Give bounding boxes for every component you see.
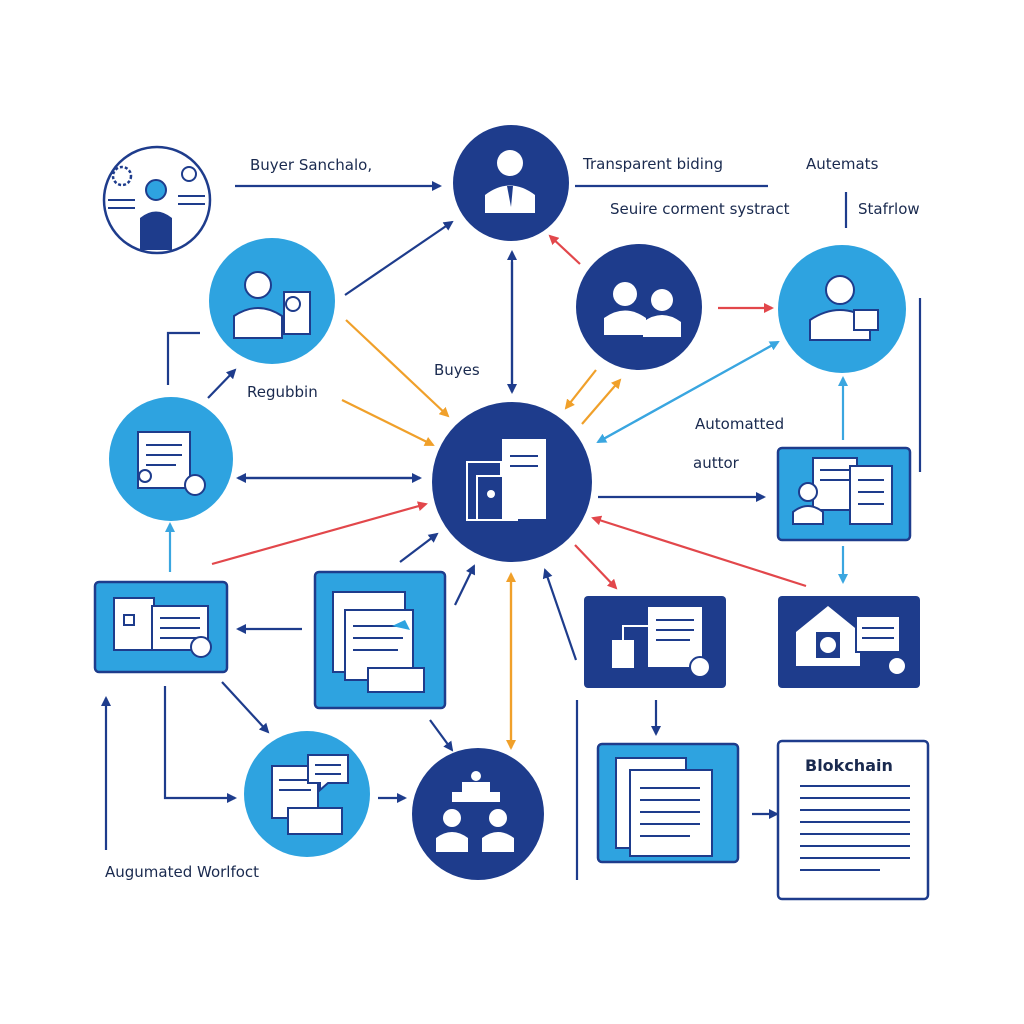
label-transparent-bidding: Transparent biding	[583, 155, 723, 173]
arrow-left-box-to-chat	[221, 681, 270, 734]
two-people-icon	[604, 282, 681, 337]
two-people-machine-icon	[436, 771, 514, 852]
middle-doc-box	[313, 570, 447, 710]
label-augmented-workflow: Augumated Worlfoct	[105, 863, 260, 881]
arrow-left-doc-to-regubbin	[207, 368, 237, 399]
blockchain-title: Blokchain	[805, 756, 893, 775]
regubbin-node	[209, 238, 335, 364]
connectors	[101, 181, 922, 880]
arrow-regubbin-to-hub-2	[341, 399, 435, 446]
buyer-node	[102, 145, 212, 255]
person-with-documents-icon	[792, 457, 893, 525]
arrow-small-to-hub	[399, 532, 439, 563]
stacked-documents-icon	[615, 757, 713, 857]
label-auttor: auttor	[693, 454, 739, 472]
arrow-left-bracket-to-chat	[163, 686, 237, 803]
user-with-gears-icon	[108, 165, 205, 250]
arrow-regubbin-to-hub-1	[345, 319, 450, 418]
chat-documents-icon	[271, 754, 349, 835]
top-right-node	[778, 245, 906, 373]
house-with-document-icon	[796, 606, 907, 676]
two-people-icon	[233, 271, 311, 339]
person-with-document-icon	[809, 275, 879, 341]
arrow-middle-box-to-bottom	[429, 719, 454, 752]
document-with-badge-icon	[137, 431, 206, 496]
chat-node	[244, 731, 370, 857]
auttor-box	[776, 446, 912, 542]
label-secure-contract: Seuire corment systract	[610, 200, 790, 218]
top-center-node	[453, 125, 569, 241]
doc-box-bottom	[596, 742, 740, 864]
label-automats: Autemats	[806, 155, 879, 173]
arrow-hub-to-navy-box-red	[574, 544, 618, 590]
bottom-navy-node	[412, 748, 544, 880]
label-buyes: Buyes	[434, 361, 480, 379]
arrow-team-to-top-center	[548, 234, 581, 265]
label-stafrlow: Stafrlow	[858, 200, 920, 218]
person-icon	[485, 150, 535, 213]
document-with-badge-icon	[113, 597, 212, 658]
team-node	[576, 244, 702, 370]
line-left-bracket	[166, 331, 200, 385]
label-automated: Automatted	[695, 415, 785, 433]
arrow-team-to-hub	[564, 369, 597, 410]
document-with-badge-icon	[612, 607, 711, 678]
arrow-hub-to-navy-box	[542, 568, 578, 661]
left-doc-box	[93, 580, 229, 674]
ledger-document-icon	[800, 785, 910, 871]
arrow-regubbin-to-top	[344, 220, 454, 296]
center-hub	[432, 402, 592, 562]
arrow-middle-box-to-hub	[454, 564, 475, 606]
stacked-documents-icon	[332, 591, 425, 693]
arrow-top-right-to-hub	[596, 341, 779, 443]
blockchain-card	[776, 739, 930, 901]
documents-icon	[466, 439, 546, 521]
arrow-house-to-hub-red	[591, 515, 807, 588]
house-box	[778, 596, 920, 688]
left-doc-node	[109, 397, 233, 521]
arrow-left-to-hub-red	[211, 501, 428, 566]
navy-doc-box	[584, 596, 726, 688]
arrow-hub-to-team	[581, 378, 622, 425]
label-regubbin: Regubbin	[247, 383, 318, 401]
label-buyer-sanchalo: Buyer Sanchalo,	[250, 156, 373, 174]
